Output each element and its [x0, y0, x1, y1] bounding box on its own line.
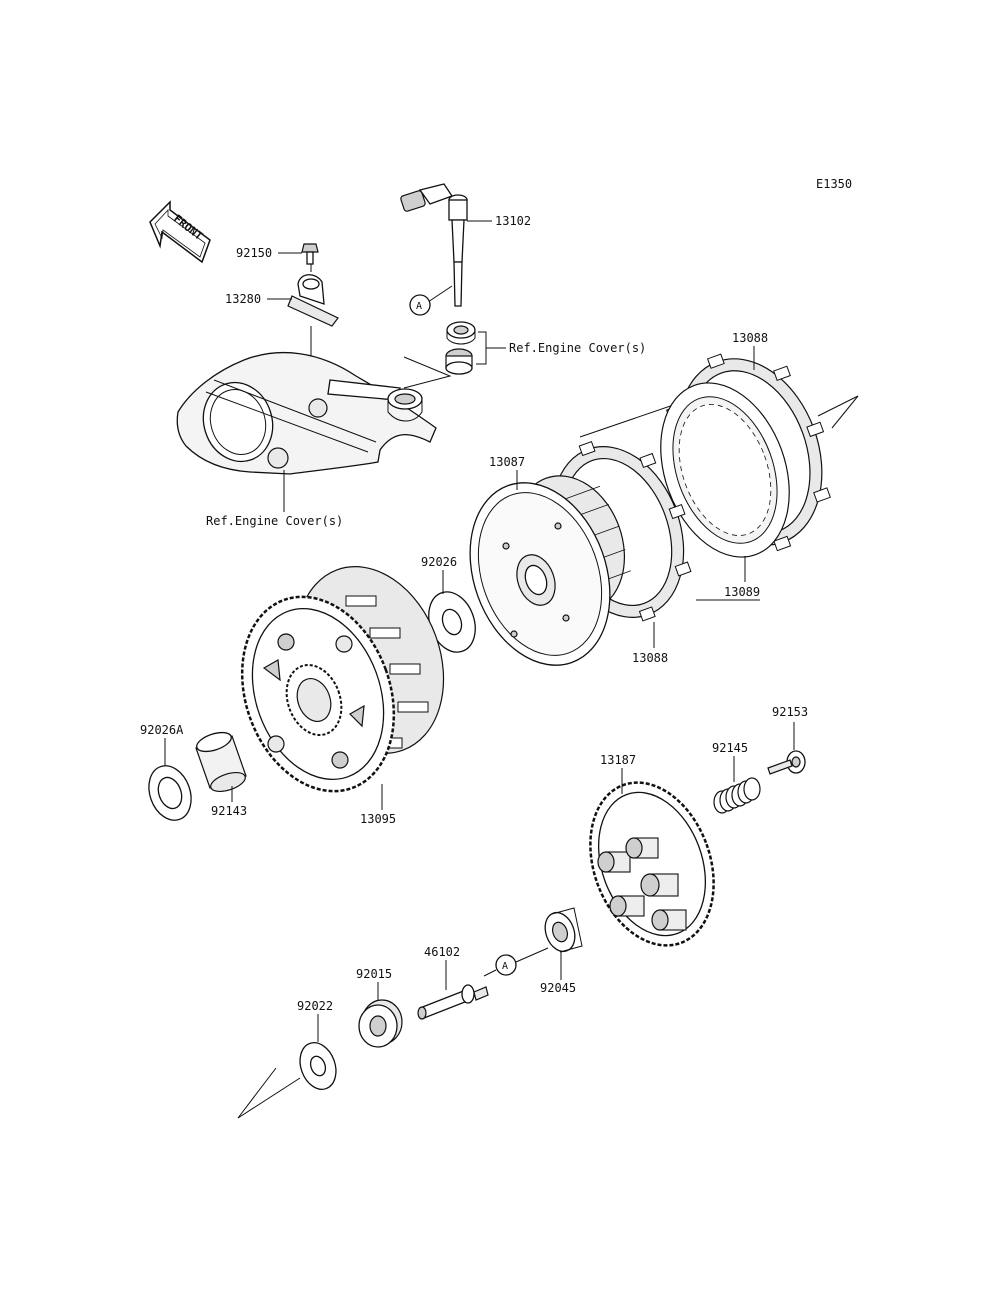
washer-92022-icon	[299, 1042, 337, 1090]
label-92143: 92143	[211, 804, 247, 818]
label-92022: 92022	[297, 999, 333, 1013]
label-13089: 13089	[724, 585, 760, 599]
label-92153: 92153	[772, 705, 808, 719]
nut-92015-icon	[358, 999, 403, 1048]
label-13187: 13187	[600, 753, 636, 767]
front-arrow-icon: FRONT	[149, 200, 211, 264]
label-13095: 13095	[360, 812, 396, 826]
bolt-92153-icon	[767, 750, 806, 775]
shaft-13102-icon	[400, 183, 468, 307]
ref-engine-cover-top: Ref.Engine Cover(s)	[509, 341, 646, 355]
diagram-code: E1350	[816, 177, 852, 191]
bearing-top-icon	[446, 321, 476, 345]
label-13280: 13280	[225, 292, 261, 306]
label-13102: 13102	[495, 214, 531, 228]
ref-engine-cover-left: Ref.Engine Cover(s)	[206, 514, 343, 528]
label-13088-bottom: 13088	[632, 651, 668, 665]
label-92045: 92045	[540, 981, 576, 995]
marker-a-top: A	[409, 294, 431, 316]
label-92145: 92145	[712, 741, 748, 755]
label-92026a: 92026A	[140, 723, 184, 737]
label-13088-top: 13088	[732, 331, 768, 345]
label-46102: 46102	[424, 945, 460, 959]
steel-plate-13089-icon	[660, 382, 790, 558]
spring-92145-icon	[713, 777, 761, 814]
label-92015: 92015	[356, 967, 392, 981]
pressure-plate-13187-icon	[589, 781, 715, 947]
label-13087: 13087	[489, 455, 525, 469]
washer-92026a-icon	[148, 765, 192, 821]
label-92150: 92150	[236, 246, 272, 260]
engine-cover-housing-icon	[176, 351, 437, 475]
push-rod-46102-icon	[417, 984, 489, 1020]
clutch-housing-13095-icon	[240, 566, 445, 793]
seal-housing-icon	[387, 388, 423, 422]
bolt-92150-icon	[301, 243, 319, 265]
label-92026: 92026	[421, 555, 457, 569]
bearing-92045-icon	[544, 907, 583, 953]
marker-a-bottom: A	[495, 954, 517, 976]
svg-text:A: A	[416, 301, 422, 312]
clutch-hub-13087-icon	[469, 475, 631, 666]
needle-bearing-icon	[445, 348, 473, 375]
bracket-13280-icon	[287, 274, 339, 327]
sleeve-92143-icon	[195, 731, 247, 793]
svg-text:A: A	[502, 961, 508, 972]
